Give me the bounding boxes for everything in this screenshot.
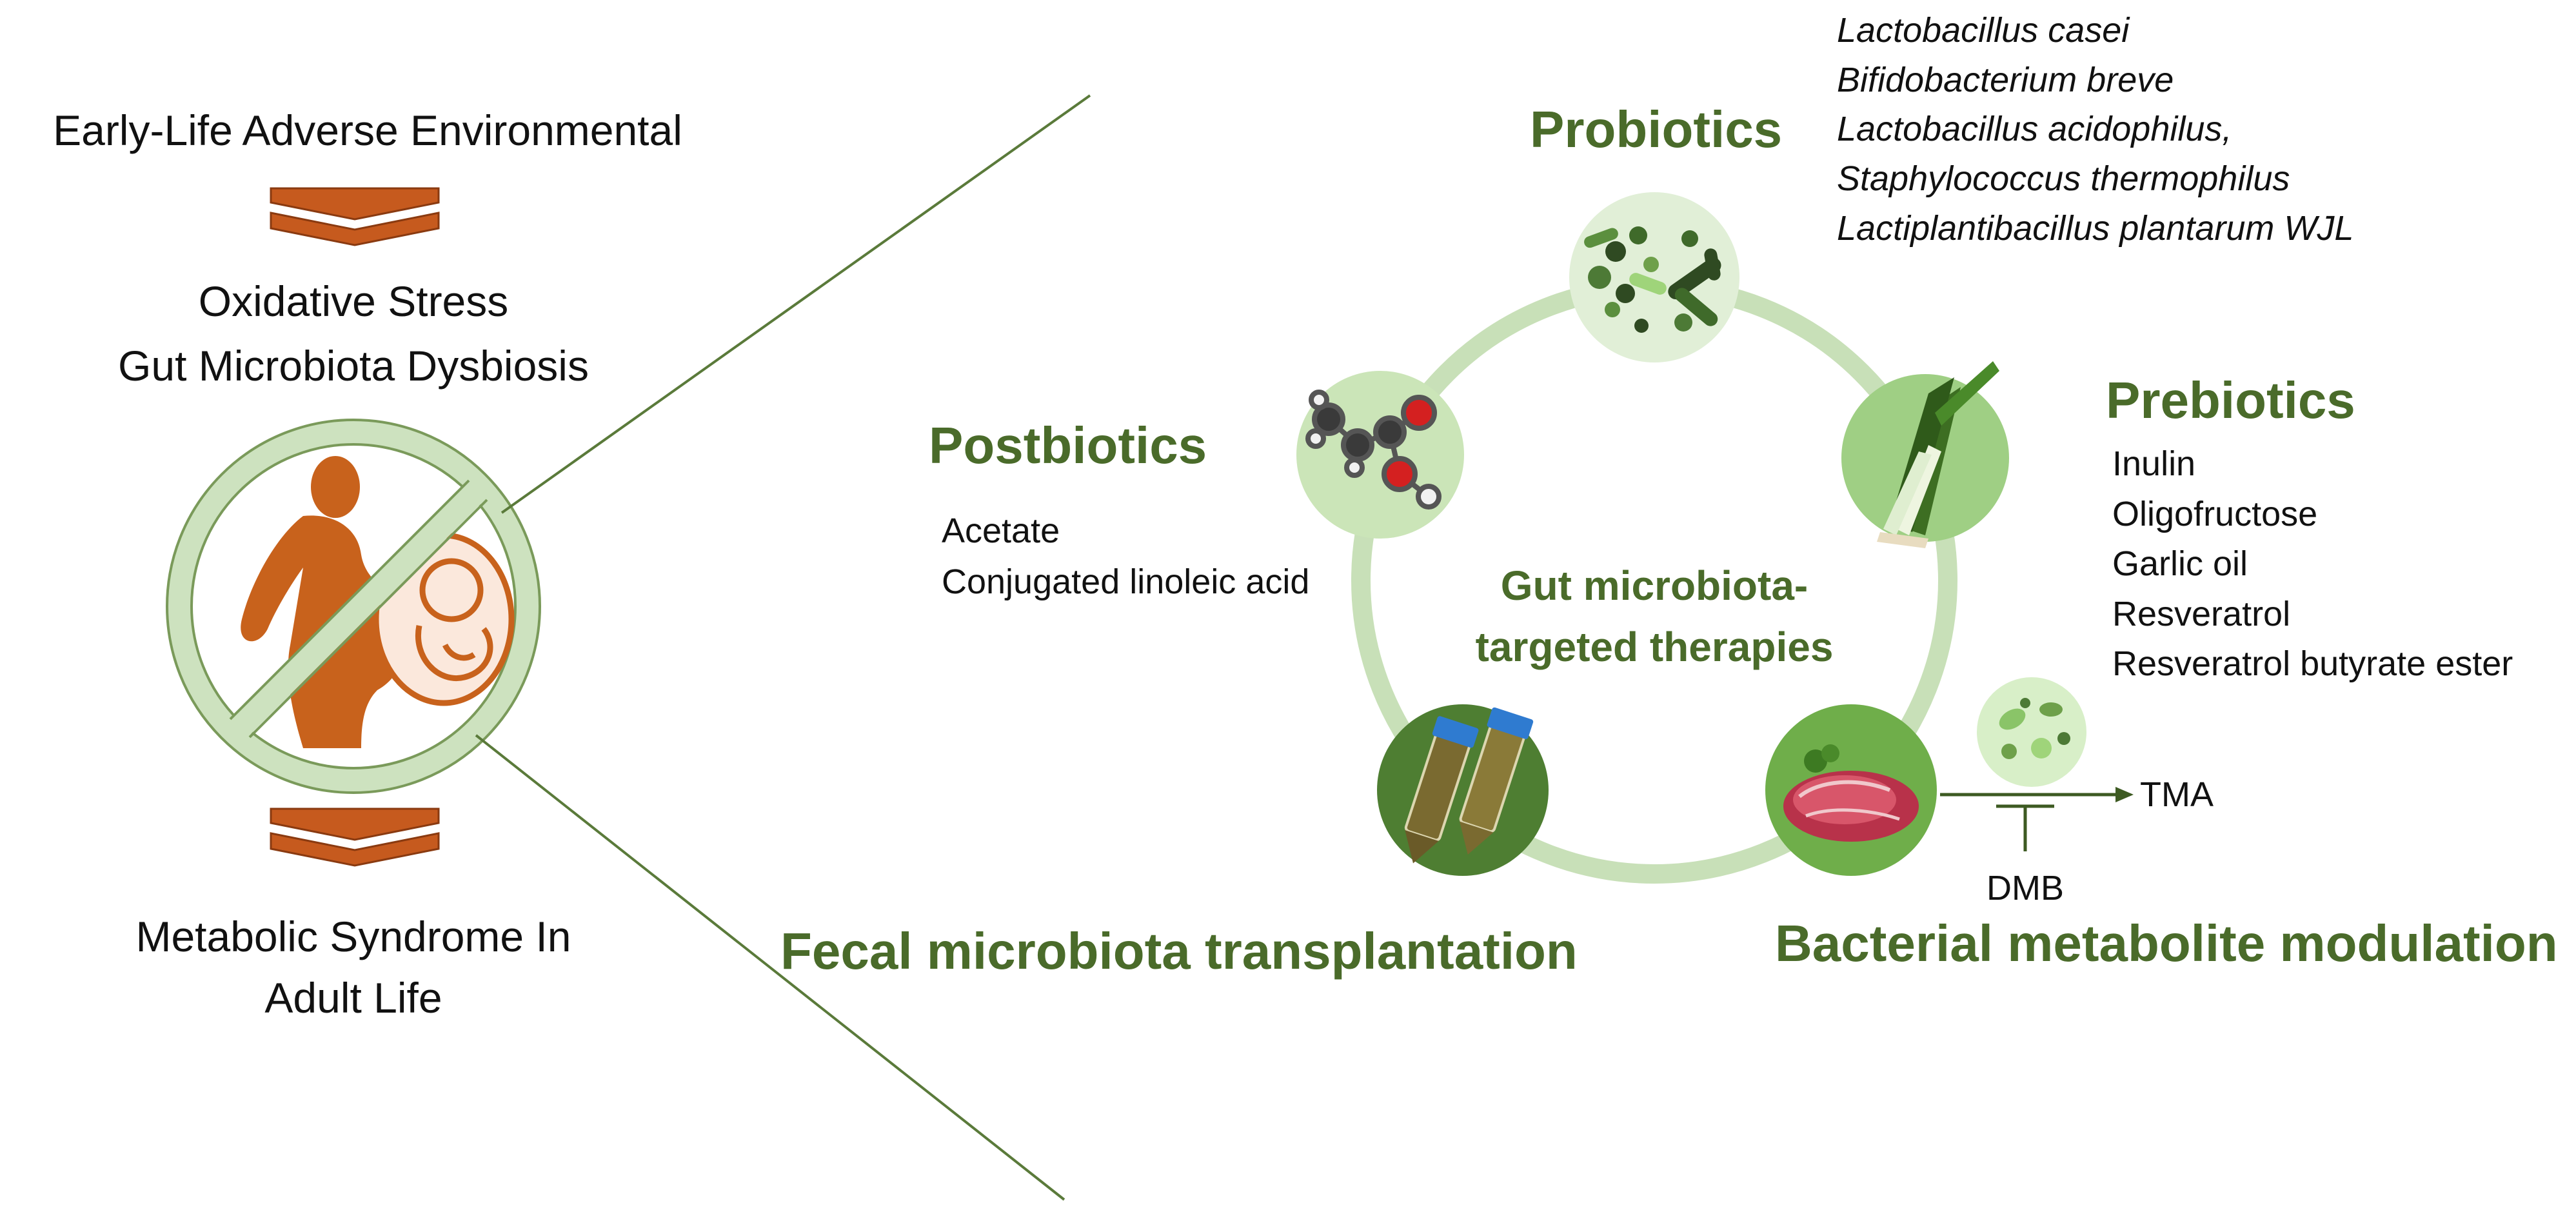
therapy-cycle: Gut microbiota- targeted therapies <box>780 11 2558 980</box>
fecal-tubes-icon <box>1404 707 1534 864</box>
center-title-line-2: targeted therapies <box>1476 624 1834 670</box>
left-line-1: Early-Life Adverse Environmental <box>53 106 682 154</box>
metabolite-pathway: TMA DMB <box>1940 775 2214 907</box>
left-line-2: Oxidative Stress <box>199 277 509 325</box>
probiotics-item-5: Lactiplantibacillus plantarum WJL <box>1837 209 2353 248</box>
postbiotics-item-1: Acetate <box>942 511 1060 550</box>
postbiotics-item-2: Conjugated linoleic acid <box>942 562 1309 601</box>
probiotics-item-3: Lactobacillus acidophilus, <box>1837 110 2232 148</box>
prebiotics-item-2: Oligofructose <box>2112 495 2317 533</box>
down-chevron-icon-2 <box>270 808 440 867</box>
probiotics-node <box>1569 192 1739 362</box>
probiotics-list: Lactobacillus casei Bifidobacterium brev… <box>1837 11 2353 248</box>
zoom-line-bottom <box>475 734 1065 1201</box>
metabolite-title: Bacterial metabolite modulation <box>1775 915 2558 972</box>
molecule-icon <box>1305 390 1442 510</box>
meat-icon <box>1783 744 1919 842</box>
postbiotics-list: Acetate Conjugated linoleic acid <box>942 511 1309 601</box>
probiotics-item-2: Bifidobacterium breve <box>1837 61 2174 99</box>
left-panel: Early-Life Adverse Environmental Oxidati… <box>53 106 682 1022</box>
postbiotics-node <box>1296 371 1464 539</box>
postbiotics-title: Postbiotics <box>929 417 1207 474</box>
prebiotics-item-3: Garlic oil <box>2112 544 2248 583</box>
prebiotics-item-1: Inulin <box>2112 444 2195 483</box>
probiotics-title: Probiotics <box>1530 101 1782 158</box>
probiotics-item-1: Lactobacillus casei <box>1837 11 2130 50</box>
prebiotics-item-4: Resveratrol <box>2112 595 2290 633</box>
zoom-line-top <box>500 94 1091 514</box>
fmt-node <box>1377 704 1549 876</box>
fmt-title: Fecal microbiota transplantation <box>780 922 1578 980</box>
left-line-5: Adult Life <box>264 974 442 1022</box>
tma-label: TMA <box>2140 775 2214 814</box>
prebiotics-list: Inulin Oligofructose Garlic oil Resverat… <box>2112 444 2513 683</box>
prebiotics-item-5: Resveratrol butyrate ester <box>2112 644 2513 683</box>
center-title-line-1: Gut microbiota- <box>1501 562 1808 609</box>
microbes-icon <box>1977 677 2086 787</box>
dmb-label: DMB <box>1986 869 2064 907</box>
leek-icon <box>1877 361 1999 548</box>
prebiotics-title: Prebiotics <box>2106 372 2355 429</box>
prebiotics-node <box>1841 361 2009 548</box>
arrow-head-icon <box>2115 787 2134 802</box>
down-chevron-icon-1 <box>270 187 440 246</box>
left-line-3: Gut Microbiota Dysbiosis <box>118 342 589 390</box>
metabolite-node <box>1765 704 1937 876</box>
left-line-4: Metabolic Syndrome In <box>136 913 571 960</box>
probiotics-item-4: Staphylococcus thermophilus <box>1837 159 2290 198</box>
bacteria-icon <box>1584 226 1721 333</box>
prohibition-icon <box>166 419 541 794</box>
